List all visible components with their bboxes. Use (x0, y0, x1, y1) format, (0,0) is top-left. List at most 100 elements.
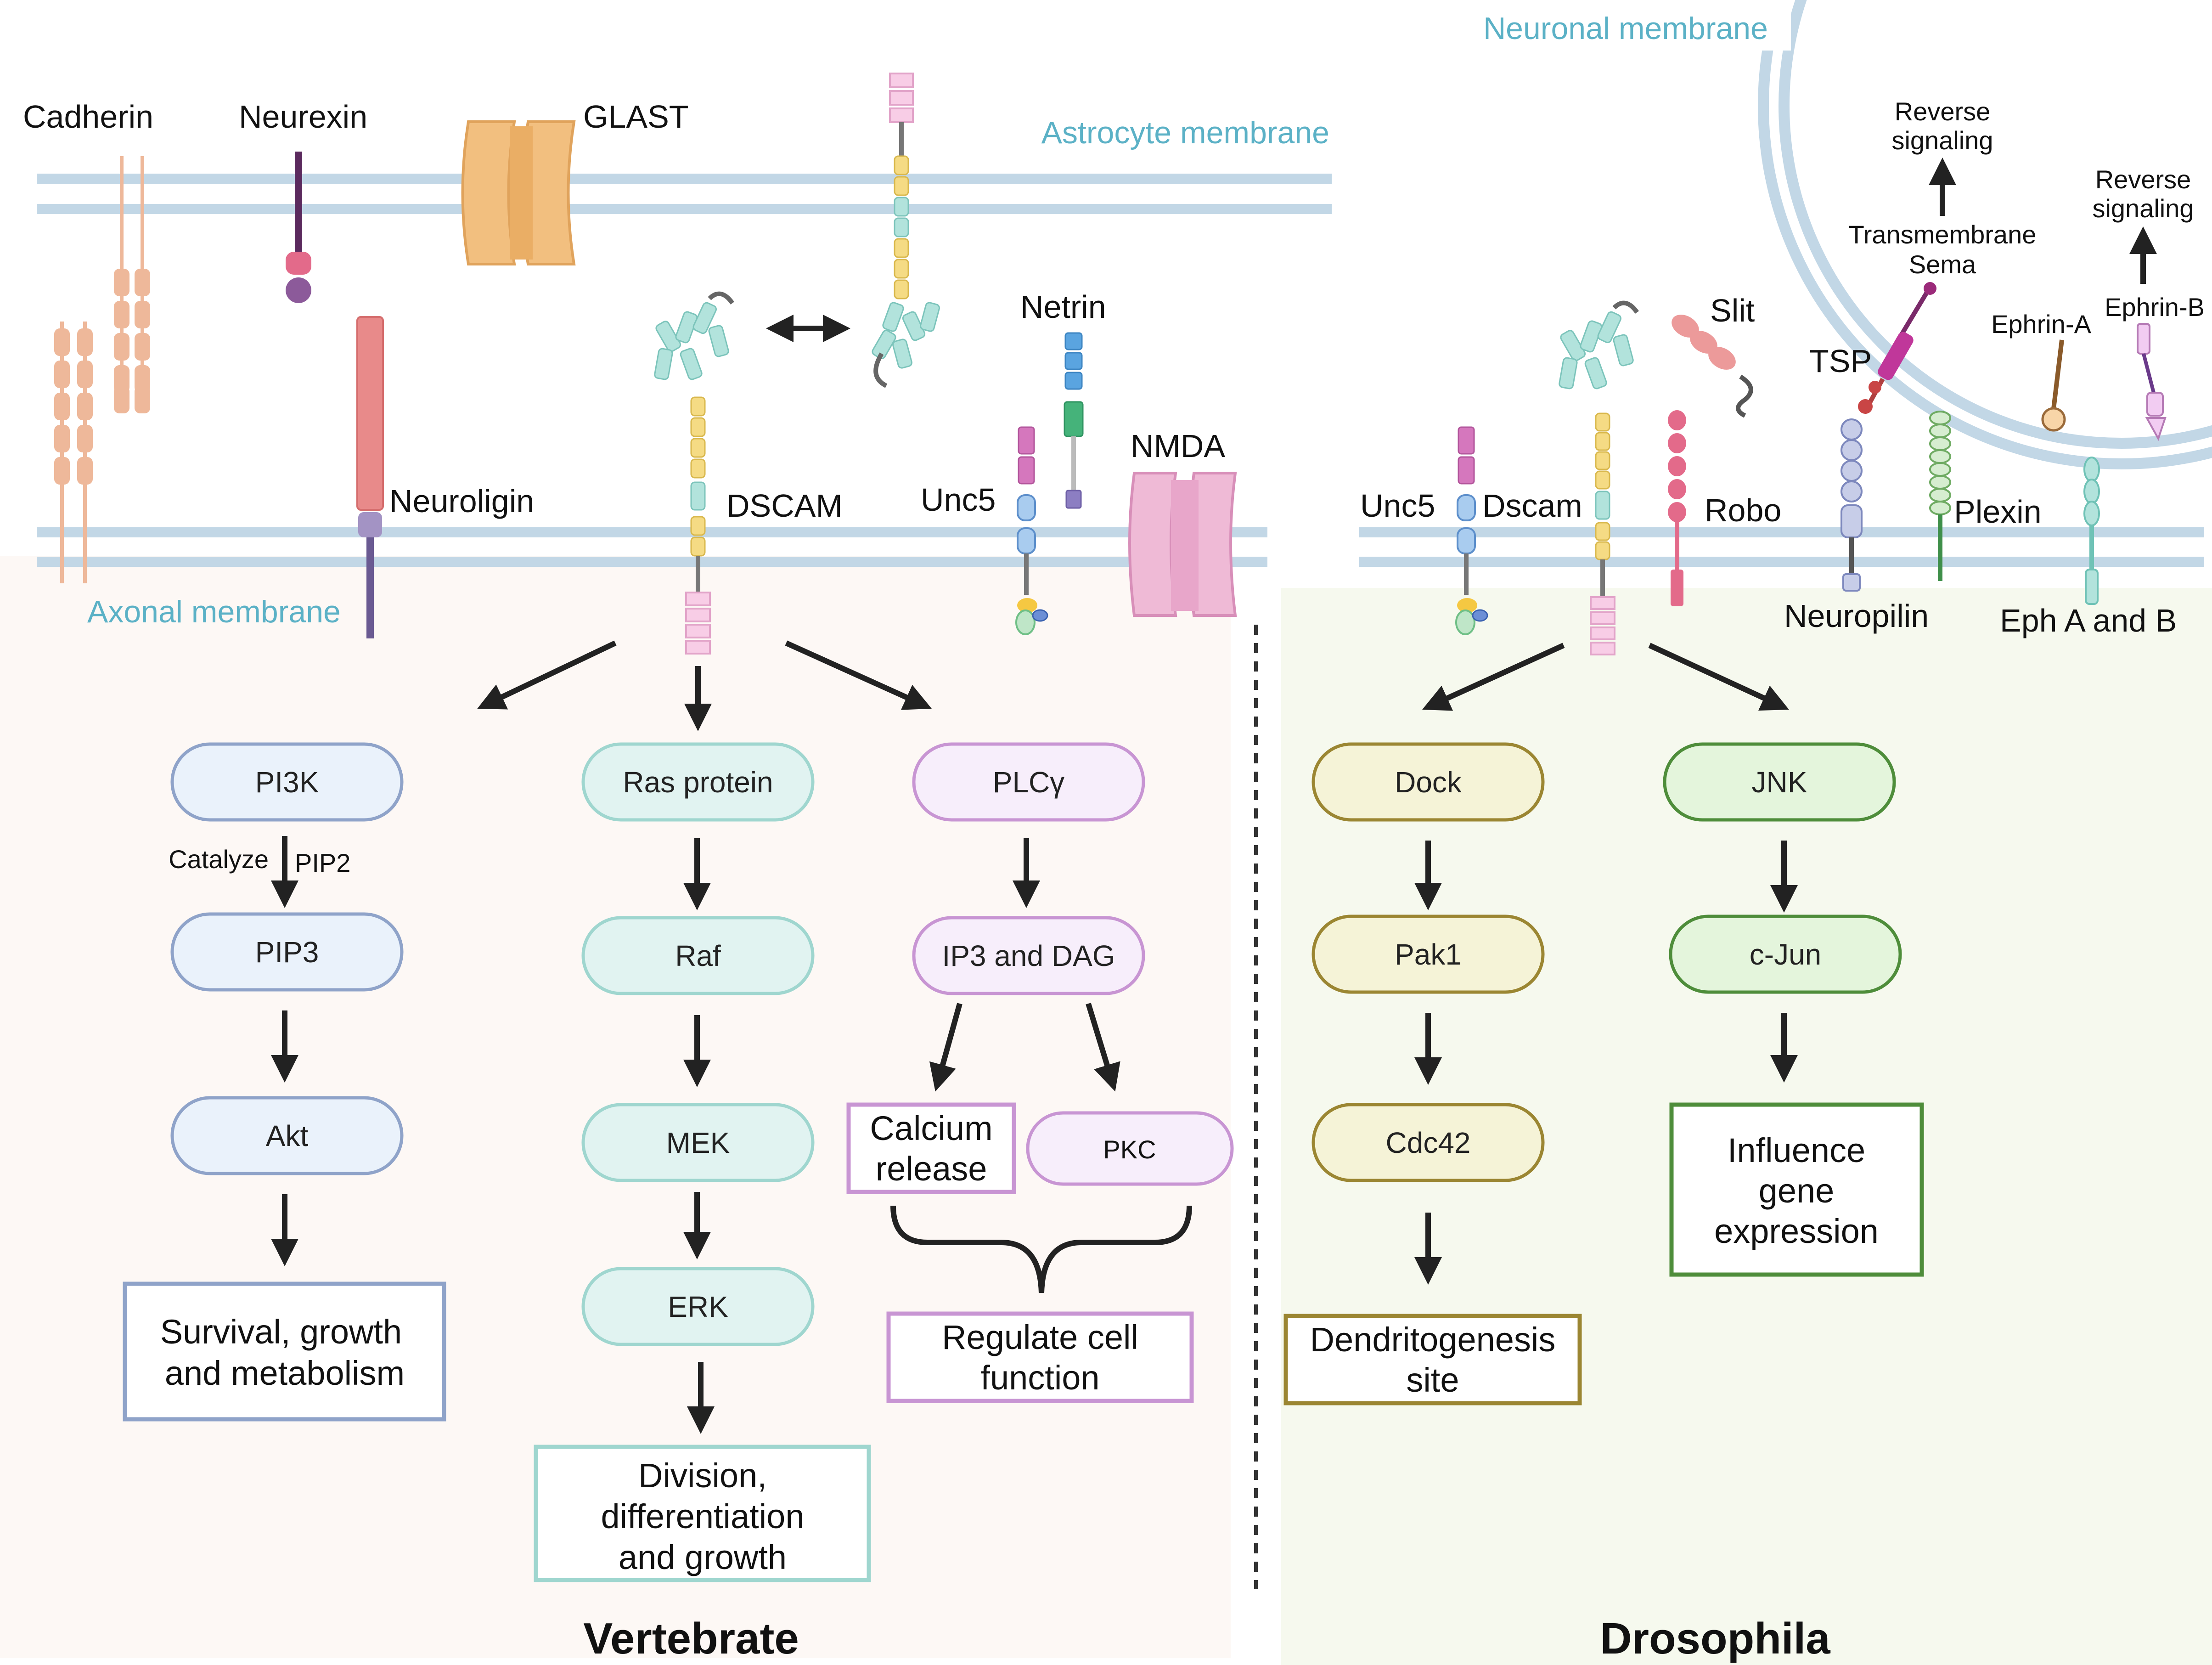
arrow-dscam-to-dock (1422, 643, 1565, 711)
axonal-membrane-label: Axonal membrane (87, 594, 341, 629)
unc5-label: Unc5 (921, 482, 996, 518)
neuronal-membrane (1758, 0, 2212, 469)
glast-transporter (461, 120, 576, 265)
division-outcome-line3: and growth (619, 1538, 787, 1576)
eph-protein (2083, 457, 2100, 605)
jnk-label: JNK (1752, 766, 1807, 799)
cdc42-label: Cdc42 (1386, 1126, 1471, 1159)
ephrin-b-label: Ephrin-B (2105, 293, 2205, 322)
calcium-release-line1: Calcium (870, 1109, 992, 1147)
survival-outcome-box (123, 1281, 446, 1422)
regulate-cell-line1: Regulate cell (942, 1318, 1138, 1356)
pip2-label: PIP2 (295, 848, 350, 877)
ip3-dag-label: IP3 and DAG (942, 939, 1115, 972)
pak1-node (1311, 914, 1545, 994)
slit-protein (1672, 315, 1753, 418)
cjun-label: c-Jun (1750, 938, 1822, 971)
netrin-label: Netrin (1020, 289, 1106, 325)
mek-node (581, 1103, 815, 1182)
erk-node (581, 1267, 815, 1346)
pak1-label: Pak1 (1395, 938, 1462, 971)
robo-label: Robo (1705, 492, 1781, 528)
cdc42-node (1311, 1103, 1545, 1182)
robo-protein (1668, 410, 1686, 606)
pkc-node (1026, 1111, 1234, 1186)
influence-gene-line3: expression (1714, 1212, 1879, 1250)
raf-label: Raf (675, 939, 721, 972)
combine-bracket (890, 1205, 1192, 1293)
plexin-label: Plexin (1954, 494, 2042, 530)
erk-label: ERK (668, 1290, 728, 1323)
dendritogenesis-line2: site (1406, 1361, 1459, 1399)
plcg-node (912, 742, 1145, 822)
dendritogenesis-line1: Dendritogenesis (1310, 1321, 1556, 1359)
plcg-label: PLCγ (993, 766, 1065, 799)
drosophila-title: Drosophila (1600, 1614, 1830, 1663)
sema-label-line2: Sema (1909, 250, 1976, 279)
neuroligin-protein (356, 316, 384, 638)
reverse-signaling-1-line1: Reverse (1895, 97, 1991, 126)
dscam-drosophila-protein (1559, 300, 1639, 655)
pip3-node (170, 912, 404, 992)
regulate-cell-box (886, 1311, 1194, 1403)
tsp-sema-protein (1858, 282, 1936, 414)
arrow-dscam-to-pi3k (477, 640, 617, 710)
glast-label: GLAST (583, 99, 689, 135)
eph-label: Eph A and B (2000, 603, 2177, 638)
pip3-label: PIP3 (255, 936, 319, 969)
neuronal-membrane-label: Neuronal membrane (1483, 11, 1768, 46)
unc5-drosophila-protein (1455, 426, 1488, 635)
cadherin-label: Cadherin (23, 99, 153, 135)
division-outcome-line1: Division, (638, 1456, 767, 1495)
ras-label: Ras protein (623, 766, 773, 799)
catalyze-label: Catalyze (169, 845, 269, 874)
neurexin-protein (286, 152, 311, 303)
akt-label: Akt (266, 1119, 309, 1152)
netrin-protein (1064, 332, 1084, 509)
akt-node (170, 1096, 404, 1175)
survival-outcome-line2: and metabolism (165, 1354, 405, 1392)
nmda-receptor (1128, 472, 1237, 617)
sema-label-line1: Transmembrane (1849, 220, 2037, 249)
ephrin-a-label: Ephrin-A (1991, 310, 2092, 339)
ephrin-a-protein (2041, 339, 2066, 432)
neuropilin-protein (1841, 418, 1863, 592)
astrocyte-membrane-label: Astrocyte membrane (1041, 115, 1329, 150)
arrow-dscam-to-jnk (1648, 643, 1789, 711)
ephrin-b-protein (2137, 323, 2167, 441)
survival-outcome-line1: Survival, growth (160, 1313, 402, 1351)
pi3k-node (170, 742, 404, 822)
drosophila-membrane (1359, 527, 2204, 567)
raf-node (581, 916, 815, 995)
cjun-node (1669, 914, 1902, 994)
arrow-ip3-to-calcium (929, 1003, 962, 1092)
dock-label: Dock (1395, 766, 1462, 799)
vertebrate-title: Vertebrate (583, 1614, 799, 1663)
neuroligin-label: Neuroligin (389, 483, 534, 519)
arrow-ip3-to-pkc (1086, 1003, 1120, 1092)
reverse-signaling-2-line2: signaling (2092, 194, 2194, 223)
dscam-drosophila-label: Dscam (1482, 488, 1582, 524)
dscam-axonal-protein (654, 291, 735, 655)
neuropilin-label: Neuropilin (1784, 598, 1929, 634)
pi3k-label: PI3K (255, 766, 319, 799)
influence-gene-box (1669, 1102, 1924, 1277)
dock-node (1311, 742, 1545, 822)
influence-gene-line2: gene (1759, 1172, 1835, 1210)
cadherin-protein (54, 156, 150, 583)
influence-gene-line1: Influence (1728, 1131, 1865, 1169)
tsp-label: TSP (1809, 343, 1872, 379)
mek-label: MEK (666, 1126, 730, 1159)
pkc-label: PKC (1103, 1135, 1156, 1164)
slit-label: Slit (1710, 293, 1755, 328)
dscam-label: DSCAM (726, 488, 843, 524)
reverse-signaling-1-line2: signaling (1891, 126, 1993, 155)
arrow-dscam-to-plcg (785, 640, 932, 710)
ras-node (581, 742, 815, 822)
division-outcome-box (534, 1445, 871, 1582)
astrocyte-membrane (37, 174, 1332, 214)
division-outcome-line2: differentiation (601, 1497, 805, 1535)
dscam-astrocyte-protein (872, 73, 940, 388)
unc5-protein (1015, 426, 1048, 635)
